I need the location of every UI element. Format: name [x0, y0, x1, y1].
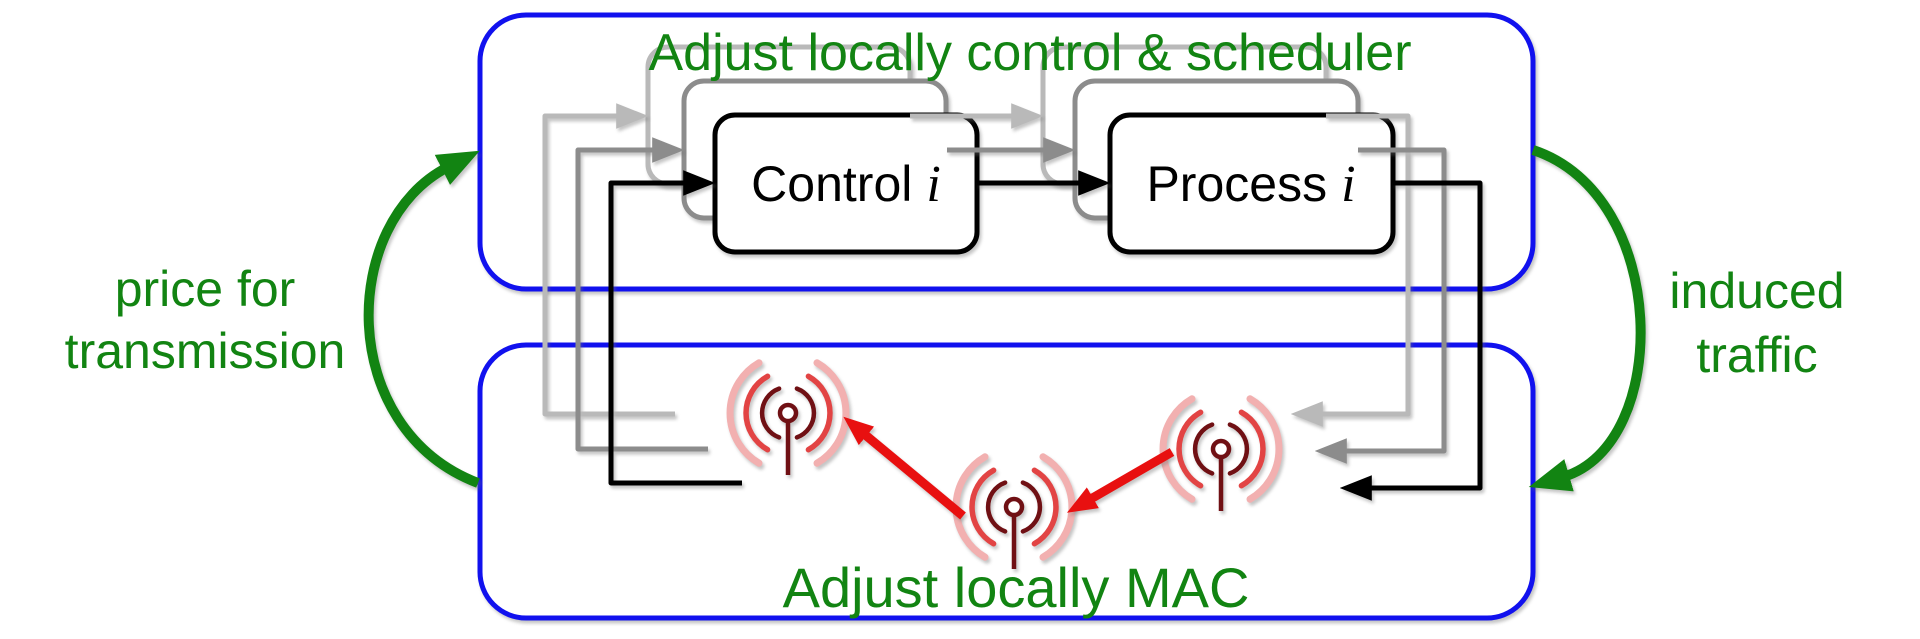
wireless-link-arrows: [843, 416, 1175, 520]
upper-layer-title: Adjust locally control & scheduler: [648, 24, 1411, 82]
price-for-transmission-arrow: [363, 150, 480, 488]
induced-annotation-line2: traffic: [1696, 327, 1817, 383]
price-feedback-line-front: [608, 170, 742, 486]
induced-annotation-line1: induced: [1669, 263, 1844, 319]
induced-traffic-lines: [1290, 113, 1483, 501]
process-output-line-middle: [1314, 147, 1447, 464]
price-feedback-lines: [542, 103, 742, 486]
wireless-link-arrow-right-to-middle: [1066, 448, 1175, 513]
induced-traffic-arrow: [1528, 145, 1646, 492]
price-feedback-line-middle: [575, 137, 708, 452]
price-annotation-line2: transmission: [65, 323, 346, 379]
induced-annotation: induced traffic: [1669, 263, 1844, 383]
process-output-line-front: [1339, 180, 1483, 501]
price-annotation: price for transmission: [65, 261, 346, 379]
price-annotation-line1: price for: [115, 261, 296, 317]
control-to-process-arrows: [910, 103, 1111, 196]
wireless-link-arrow-middle-to-left: [843, 416, 966, 520]
process-output-line-back: [1290, 113, 1411, 427]
